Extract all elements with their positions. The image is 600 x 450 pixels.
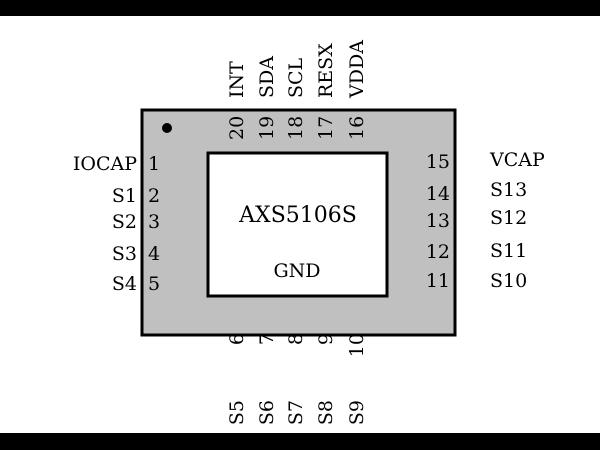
pin-name-bottom: S9 [346,400,368,425]
pin-name-top: VDDA [346,40,368,99]
pin-name-right: VCAP [489,149,545,171]
pin-name-bottom: S6 [256,400,278,425]
pin-name-right: S10 [490,270,527,292]
pin-number-bottom: 6 [226,333,248,345]
pin-name-left: IOCAP [73,153,137,175]
pin-name-top: INT [226,61,248,98]
pin-number-right: 13 [426,210,450,232]
pin-number-right: 11 [426,270,450,292]
pin-number-left: 1 [148,153,160,175]
pin-name-bottom: S8 [315,400,337,425]
pin-name-top: SCL [285,57,307,98]
pin-name-top: SDA [256,56,278,98]
pin-name-left: S2 [112,211,137,233]
pin-name-left: S4 [112,273,137,295]
pin-number-left: 4 [148,243,160,265]
pin-number-top: 17 [315,116,337,140]
pin-name-left: S3 [112,243,137,265]
pin-name-right: S13 [490,179,527,201]
pin-number-top: 19 [256,116,278,140]
chip-part-number: AXS5106S [238,203,357,228]
pin-name-top: RESX [315,43,337,98]
pin-name-right: S12 [490,207,527,229]
pin-number-left: 3 [148,211,160,233]
pin-name-right: S11 [490,240,527,262]
pin-number-top: 20 [226,116,248,140]
pin1-indicator-dot [162,123,172,133]
pin-number-bottom: 8 [285,333,307,345]
die-center-pad [206,151,389,298]
bottom-frame-bar [0,433,600,450]
pin-number-right: 15 [426,151,450,173]
pin-number-right: 14 [426,183,450,205]
pin-number-top: 16 [346,116,368,140]
pin-name-left: S1 [112,185,137,207]
pin-number-bottom: 7 [256,333,278,345]
pin-number-bottom: 10 [346,333,368,357]
pin-number-left: 2 [148,185,160,207]
center-pad-label: GND [273,260,320,282]
pin-number-top: 18 [285,116,307,140]
pin-number-left: 5 [148,273,160,295]
pin-number-right: 12 [426,241,450,263]
top-frame-bar [0,0,600,16]
pin-number-bottom: 9 [315,333,337,345]
pin-name-bottom: S5 [226,400,248,425]
pin-name-bottom: S7 [285,400,307,425]
